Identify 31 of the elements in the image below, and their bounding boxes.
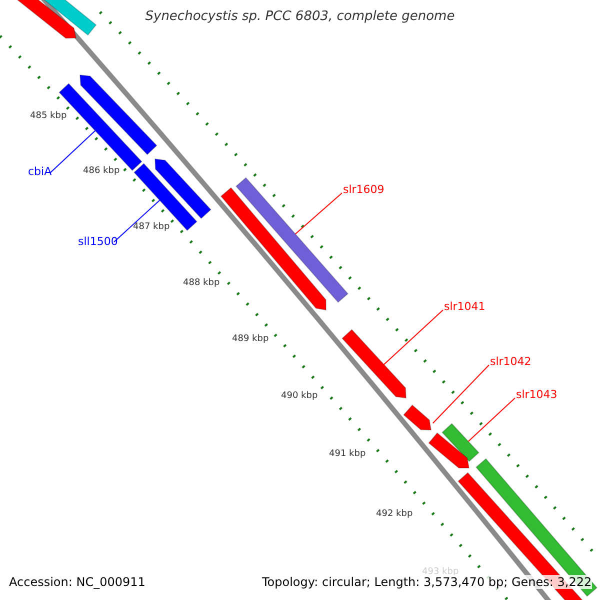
gene-label: slr1609 (343, 183, 384, 196)
scale-label: 490 kbp (281, 391, 318, 401)
title: Synechocystis sp. PCC 6803, complete genome (144, 9, 456, 24)
leader-line (114, 200, 160, 242)
scale-label: 489 kbp (232, 334, 269, 344)
scale-label: 485 kbp (30, 111, 67, 121)
gene-label: cbiA (28, 165, 52, 178)
leader-line (294, 192, 342, 234)
scale-label: 486 kbp (83, 166, 120, 176)
gene-feature (220, 187, 326, 311)
gene-feature (403, 404, 432, 431)
leader-line (432, 364, 490, 424)
genome-summary-text: Topology: circular; Length: 3,573,470 bp; Genes: 3,222 (262, 575, 592, 589)
gene-feature (134, 162, 198, 232)
gene-label: sll1500 (78, 235, 118, 248)
scale-label: 488 kbp (183, 278, 220, 288)
scale-label: 492 kbp (376, 509, 413, 519)
leader-line (50, 130, 96, 174)
gene-feature (428, 432, 470, 468)
gene-label: slr1043 (516, 388, 558, 401)
leader-line (468, 398, 516, 442)
gene-feature (154, 158, 212, 220)
leader-line (383, 310, 444, 365)
gene-feature (342, 328, 407, 399)
scale-label: 487 kbp (133, 222, 170, 232)
accession-text: Accession: NC_000911 (9, 575, 146, 589)
scale-label: 491 kbp (329, 449, 366, 459)
gene-label: slr1042 (490, 355, 532, 368)
gene-feature (442, 422, 480, 462)
gene-feature (79, 74, 158, 156)
gene-label: slr1041 (444, 300, 486, 313)
